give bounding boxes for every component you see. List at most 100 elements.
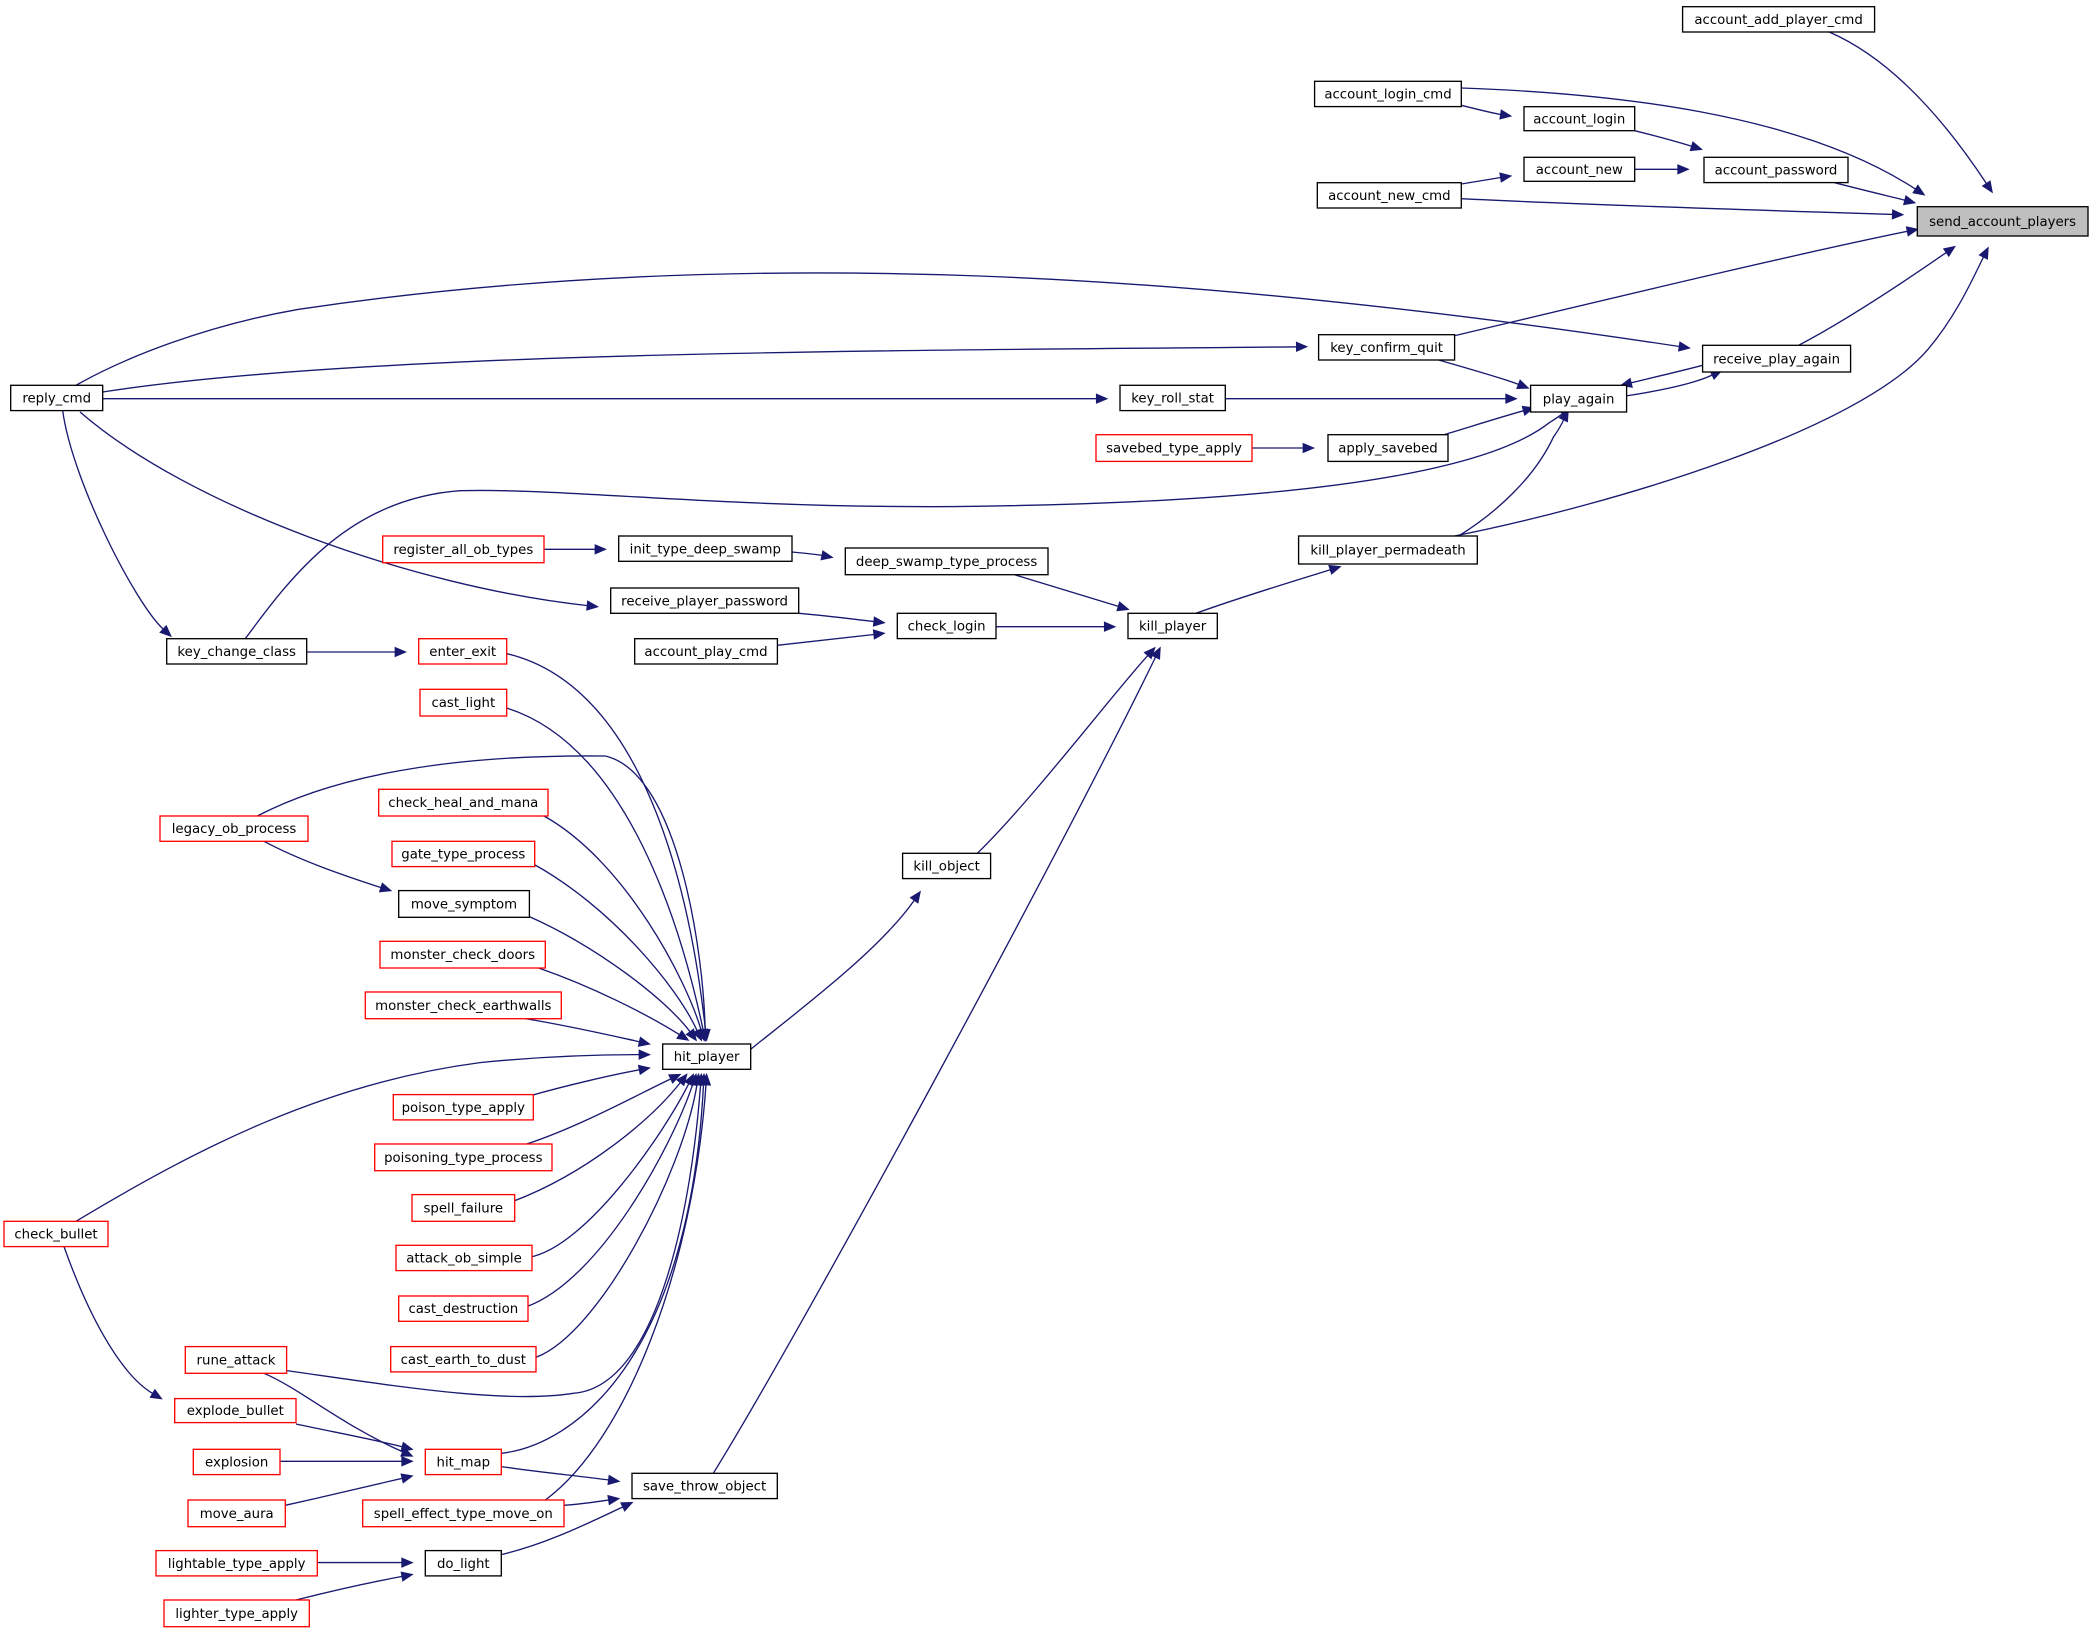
node-box — [378, 788, 549, 817]
node-spell_failure[interactable]: spell_failure — [411, 1193, 516, 1222]
node-explode_bullet[interactable]: explode_bullet — [174, 1397, 297, 1424]
node-poisoning_type_process[interactable]: poisoning_type_process — [374, 1143, 553, 1172]
node-cast_light[interactable]: cast_light — [419, 688, 508, 717]
node-receive_player_password[interactable]: receive_player_password — [610, 587, 800, 614]
node-move_aura[interactable]: move_aura — [187, 1499, 286, 1528]
node-gate_type_process[interactable]: gate_type_process — [391, 840, 536, 868]
edge-line — [777, 633, 875, 646]
edge-line — [1443, 410, 1524, 436]
node-label: account_play_cmd — [644, 645, 767, 660]
node-label: cast_earth_to_dust — [401, 1353, 526, 1368]
node-key_change_class[interactable]: key_change_class — [166, 638, 308, 665]
call-edge-account_new-to-account_password — [1634, 164, 1690, 175]
node-kill_object[interactable]: kill_object — [901, 852, 992, 880]
call-edge-savebed_type_apply-to-apply_savebed — [1252, 442, 1315, 454]
node-hit_map[interactable]: hit_map — [424, 1448, 502, 1476]
node-label: kill_player — [1139, 620, 1207, 635]
arrowhead-icon — [700, 1072, 712, 1086]
edge-line — [544, 1084, 707, 1501]
node-send_account_players[interactable]: send_account_players — [1916, 206, 2089, 237]
node-label: do_light — [437, 1557, 490, 1572]
node-check_login[interactable]: check_login — [896, 612, 997, 640]
node-monster_check_doors[interactable]: monster_check_doors — [379, 940, 546, 969]
node-explosion[interactable]: explosion — [192, 1448, 281, 1476]
node-check_bullet[interactable]: check_bullet — [3, 1220, 109, 1248]
node-box — [424, 1549, 502, 1577]
node-reply_cmd[interactable]: reply_cmd — [10, 384, 104, 412]
call-edge-move_aura-to-hit_map — [285, 1473, 414, 1506]
node-account_new[interactable]: account_new — [1523, 156, 1636, 182]
node-hit_player[interactable]: hit_player — [662, 1043, 752, 1070]
node-lighter_type_apply[interactable]: lighter_type_apply — [163, 1599, 310, 1628]
node-kill_player[interactable]: kill_player — [1127, 612, 1218, 640]
node-cast_destruction[interactable]: cast_destruction — [398, 1295, 529, 1322]
node-label: kill_object — [913, 860, 979, 875]
call-edge-receive_play_again-to-play_again — [1619, 364, 1703, 388]
node-label: account_new_cmd — [1328, 189, 1450, 204]
call-edge-account_add_player_cmd-to-send_account_players — [1829, 31, 1993, 194]
call-edge-cast_earth_to_dust-to-hit_player — [535, 1072, 703, 1358]
arrowhead-icon — [637, 1064, 651, 1076]
call-edge-hit_map-to-save_throw_object — [501, 1465, 621, 1486]
node-key_confirm_quit[interactable]: key_confirm_quit — [1317, 334, 1456, 361]
node-account_password[interactable]: account_password — [1703, 156, 1849, 184]
edge-line — [1461, 87, 1916, 190]
node-do_light[interactable]: do_light — [424, 1549, 502, 1577]
node-label: move_symptom — [411, 898, 517, 913]
node-attack_ob_simple[interactable]: attack_ob_simple — [395, 1244, 533, 1272]
node-legacy_ob_process[interactable]: legacy_ob_process — [159, 815, 309, 842]
call-edge-check_login-to-kill_player — [996, 621, 1117, 632]
call-edge-receive_player_password-to-check_login — [798, 612, 886, 627]
node-box — [1316, 182, 1462, 209]
node-box — [844, 547, 1049, 576]
node-init_type_deep_swamp[interactable]: init_type_deep_swamp — [618, 535, 793, 562]
node-play_again[interactable]: play_again — [1529, 384, 1628, 413]
node-box — [192, 1448, 281, 1476]
node-spell_effect_type_move_on[interactable]: spell_effect_type_move_on — [362, 1499, 565, 1528]
node-save_throw_object[interactable]: save_throw_object — [631, 1472, 778, 1500]
node-box — [662, 1043, 752, 1070]
node-key_roll_stat[interactable]: key_roll_stat — [1119, 384, 1226, 412]
edge-line — [563, 1499, 609, 1506]
node-move_symptom[interactable]: move_symptom — [398, 889, 531, 918]
arrowhead-icon — [675, 1073, 688, 1087]
call-edge-apply_savebed-to-play_again — [1443, 405, 1535, 436]
edge-line — [1829, 31, 1988, 184]
edge-line — [1630, 364, 1703, 384]
node-account_login[interactable]: account_login — [1523, 106, 1636, 132]
node-savebed_type_apply[interactable]: savebed_type_apply — [1095, 434, 1253, 463]
node-account_login_cmd[interactable]: account_login_cmd — [1313, 80, 1462, 108]
node-kill_player_permadeath[interactable]: kill_player_permadeath — [1297, 535, 1478, 565]
node-poison_type_apply[interactable]: poison_type_apply — [392, 1093, 534, 1121]
node-box — [1127, 612, 1218, 640]
node-apply_savebed[interactable]: apply_savebed — [1327, 434, 1449, 463]
node-register_all_ob_types[interactable]: register_all_ob_types — [382, 535, 545, 564]
call-edge-kill_object-to-kill_player — [976, 646, 1156, 854]
edge-line — [63, 1246, 154, 1395]
node-account_new_cmd[interactable]: account_new_cmd — [1316, 182, 1462, 209]
call-edge-register_all_ob_types-to-init_type_deep_swamp — [543, 544, 608, 555]
node-lightable_type_apply[interactable]: lightable_type_apply — [155, 1549, 318, 1577]
node-deep_swamp_type_process[interactable]: deep_swamp_type_process — [844, 547, 1049, 576]
node-box — [1523, 106, 1636, 132]
node-box — [166, 638, 308, 665]
node-receive_play_again[interactable]: receive_play_again — [1701, 344, 1852, 373]
node-account_play_cmd[interactable]: account_play_cmd — [634, 638, 779, 665]
arrowhead-icon — [400, 1571, 414, 1582]
call-edge-account_login_cmd-to-send_account_players — [1461, 87, 1926, 196]
arrowhead-icon — [401, 1455, 414, 1467]
call-edge-kill_player_permadeath-to-play_again — [1458, 409, 1569, 537]
node-account_add_player_cmd[interactable]: account_add_player_cmd — [1681, 6, 1876, 33]
node-label: rune_attack — [197, 1354, 276, 1369]
node-cast_earth_to_dust[interactable]: cast_earth_to_dust — [390, 1345, 537, 1373]
edge-line — [286, 1084, 702, 1398]
node-monster_check_earthwalls[interactable]: monster_check_earthwalls — [364, 991, 562, 1020]
node-check_heal_and_mana[interactable]: check_heal_and_mana — [378, 788, 549, 817]
arrowhead-icon — [586, 600, 599, 611]
edge-line — [527, 915, 691, 1033]
edge-line — [501, 1465, 609, 1481]
node-rune_attack[interactable]: rune_attack — [184, 1345, 288, 1374]
node-enter_exit[interactable]: enter_exit — [418, 638, 508, 665]
node-box — [382, 535, 545, 564]
arrowhead-icon — [872, 629, 886, 640]
